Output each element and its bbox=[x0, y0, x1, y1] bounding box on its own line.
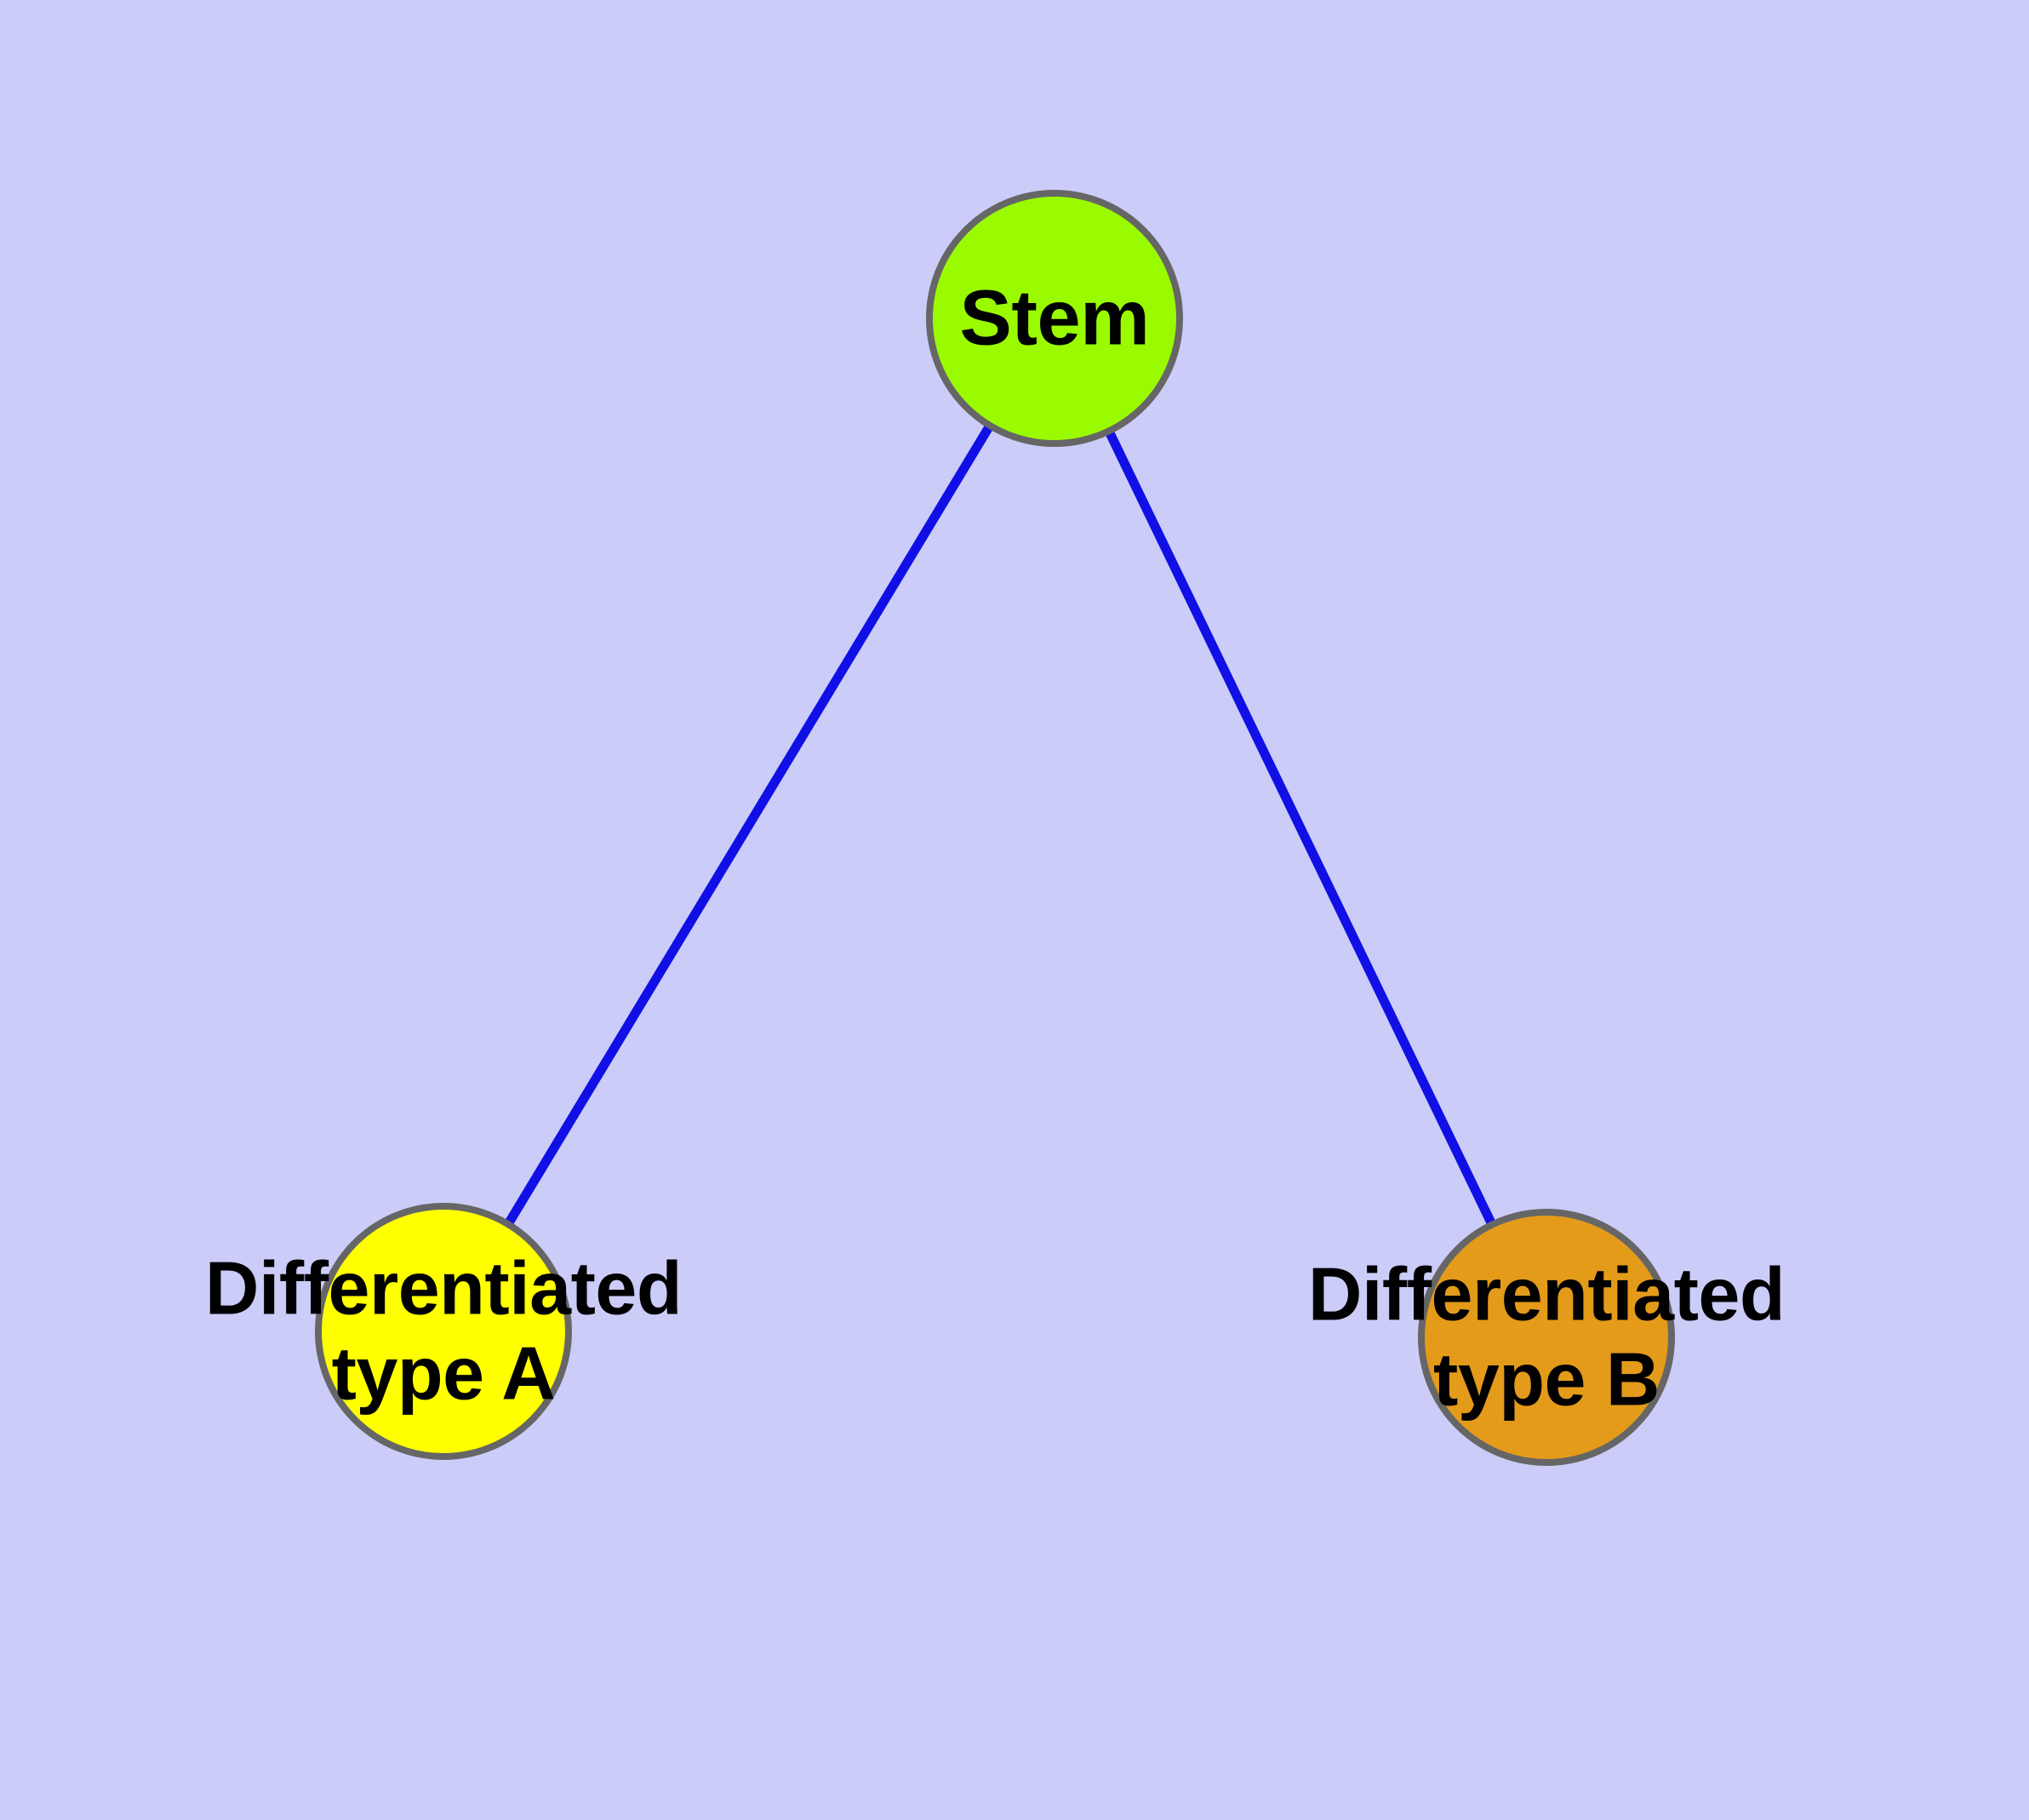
graph-node-diff_a[interactable] bbox=[315, 1203, 572, 1460]
graph-node-diff_b[interactable] bbox=[1418, 1209, 1675, 1466]
nodes-layer bbox=[315, 190, 1675, 1466]
graph-node-stem[interactable] bbox=[926, 190, 1183, 447]
graph-edge-stem-to-diff-b[interactable] bbox=[1105, 430, 1496, 1226]
graph-edge-stem-to-diff-a[interactable] bbox=[505, 424, 993, 1226]
edges-layer bbox=[505, 424, 1496, 1226]
